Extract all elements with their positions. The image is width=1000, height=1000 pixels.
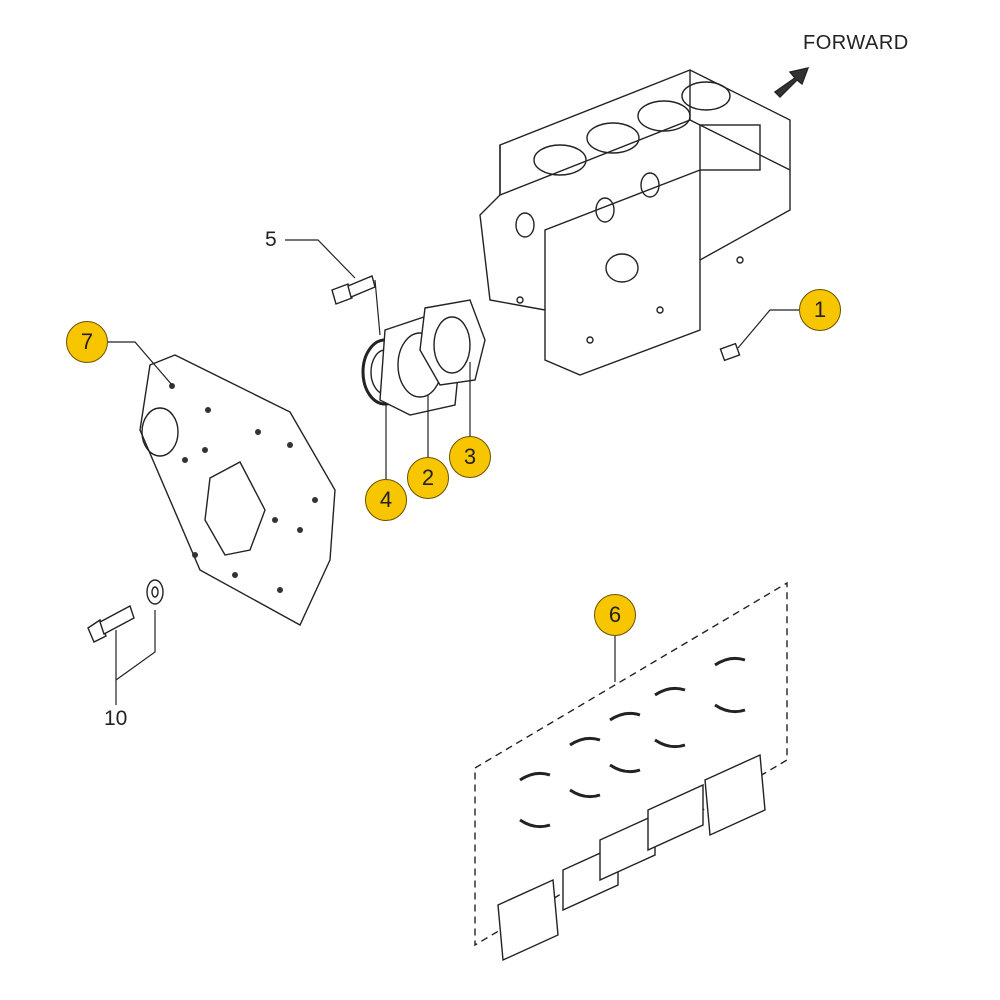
callout-4[interactable]: 4 — [365, 479, 407, 521]
label-5: 5 — [265, 228, 277, 251]
bolt-part-5 — [331, 275, 376, 305]
forward-arrow-icon — [773, 67, 810, 98]
callout-7[interactable]: 7 — [66, 321, 108, 363]
leader-lines — [108, 239, 799, 705]
label-10: 10 — [104, 707, 128, 730]
callout-2[interactable]: 2 — [407, 457, 449, 499]
callout-3[interactable]: 3 — [449, 436, 491, 478]
engine-block — [479, 69, 791, 376]
callout-6[interactable]: 6 — [594, 594, 636, 636]
seal-parts — [361, 299, 486, 416]
callout-1[interactable]: 1 — [799, 289, 841, 331]
bearing-set-part-6 — [474, 581, 788, 962]
bolt-washer-part-10 — [87, 579, 164, 643]
bolt-part-1 — [719, 342, 741, 362]
forward-direction-label: FORWARD — [803, 32, 909, 54]
rear-plate-part-7 — [139, 354, 336, 626]
